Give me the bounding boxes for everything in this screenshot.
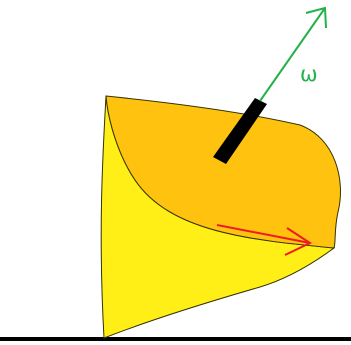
angular-velocity-arrow [260, 8, 326, 101]
omega-label: ω [300, 62, 318, 86]
omega-arrow-shaft [260, 8, 325, 101]
